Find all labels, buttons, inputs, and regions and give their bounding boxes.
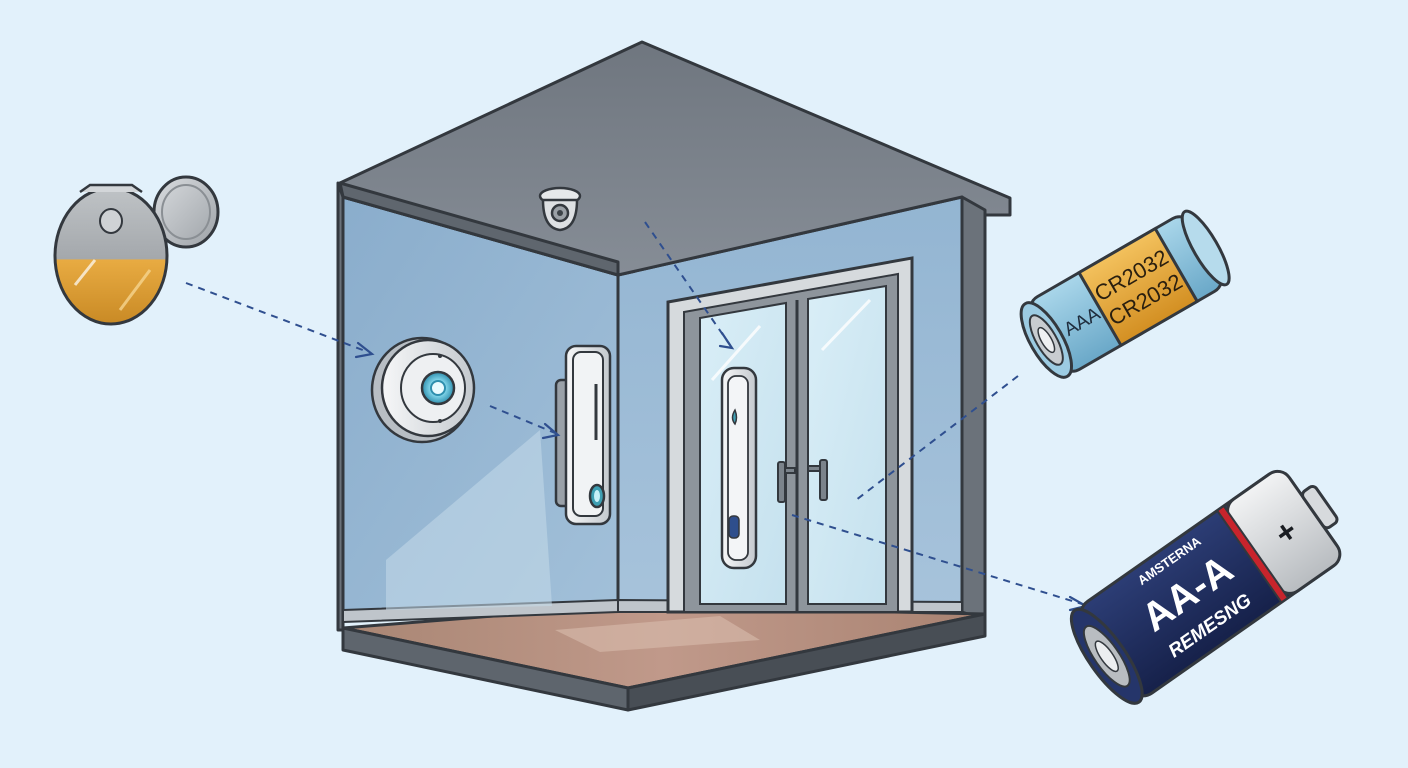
door-handles <box>777 459 828 503</box>
arrow-door-to-aa <box>791 514 1083 605</box>
connector-arrows <box>185 221 1083 605</box>
light-patch <box>386 430 552 610</box>
door-contact-sensor-icon <box>720 366 758 570</box>
coin-cell-battery-icon <box>53 175 220 326</box>
floor-light <box>555 616 760 652</box>
right-wall-edge <box>960 195 987 622</box>
arrow-detector-to-panel <box>489 405 556 434</box>
left-wall-edge <box>336 181 345 632</box>
left-handle <box>777 461 786 503</box>
ceiling-camera-icon <box>538 186 582 232</box>
aa-battery-icon: AMSTERNA AA-A REMESNG + <box>1069 469 1342 705</box>
floor-slab-side <box>626 612 987 712</box>
glass-reflections <box>710 298 872 381</box>
glass-double-door <box>666 256 914 614</box>
arrow-cr2032-to-door <box>855 375 1019 501</box>
smoke-detector-icon <box>370 336 476 444</box>
door-glass-right <box>807 284 887 605</box>
arrow-coin-to-detector <box>185 282 369 353</box>
motion-sensor-icon <box>554 344 612 526</box>
right-handle <box>819 459 828 501</box>
cr2032-cylinder-battery-icon: AAA CR2032 CR2032 <box>1019 209 1231 379</box>
